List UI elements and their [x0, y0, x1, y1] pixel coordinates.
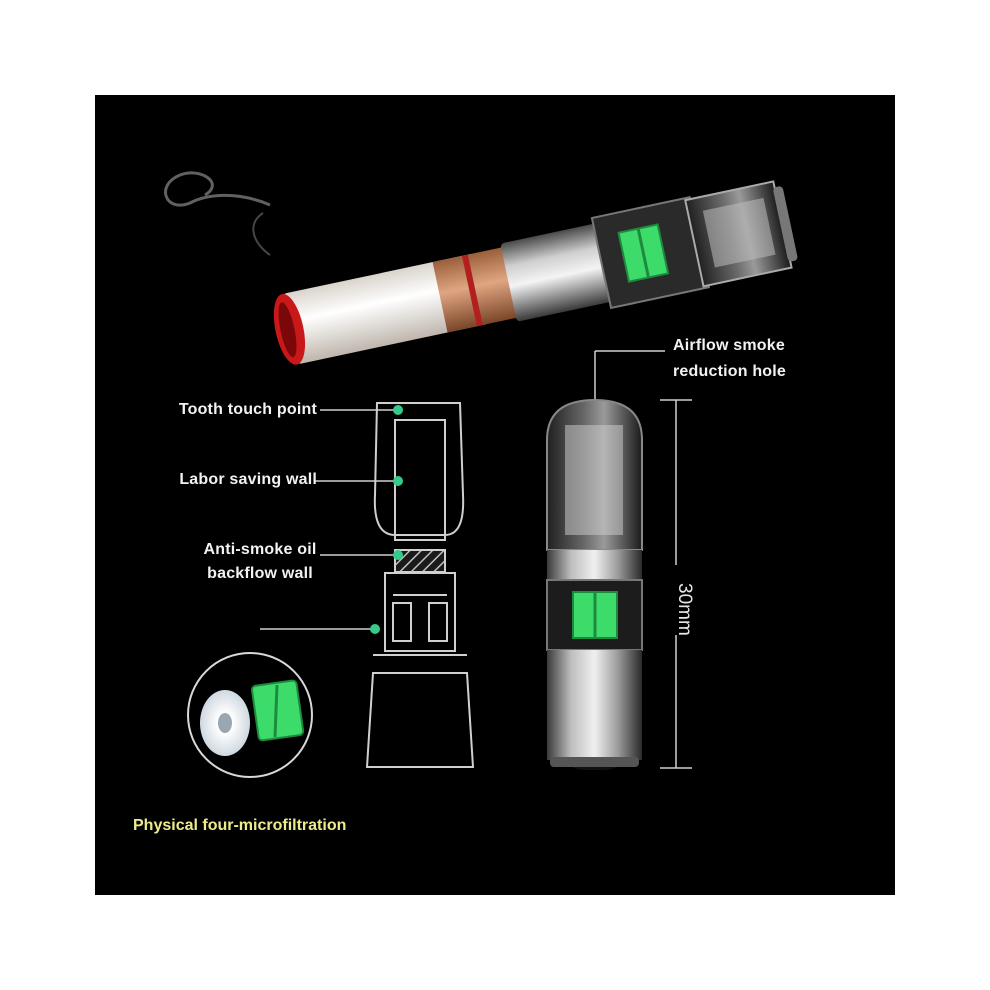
dimension-label: 30mm	[674, 583, 695, 636]
label-anti-smoke-line2: backflow wall	[207, 565, 313, 582]
filter-cross-section	[365, 402, 475, 768]
illustration-canvas	[164, 171, 798, 778]
filter-parts-inset	[187, 652, 313, 778]
diagram-panel: Tooth touch point Labor saving wall Anti…	[95, 95, 895, 895]
dimension-line	[660, 399, 692, 769]
label-labor-saving-wall: Labor saving wall	[179, 471, 317, 488]
filter-3d-render	[546, 398, 643, 770]
leader-lines	[260, 350, 665, 630]
caption-physical-microfiltration: Physical four-microfiltration	[133, 817, 347, 834]
label-anti-smoke-line1: Anti-smoke oil	[203, 541, 317, 558]
label-tooth-touch-point: Tooth touch point	[178, 401, 317, 418]
label-airflow-line1: Airflow smoke	[673, 337, 785, 354]
label-airflow-line2: reduction hole	[673, 363, 787, 380]
cigarette-illustration	[164, 171, 798, 365]
leader-dots	[370, 404, 600, 634]
